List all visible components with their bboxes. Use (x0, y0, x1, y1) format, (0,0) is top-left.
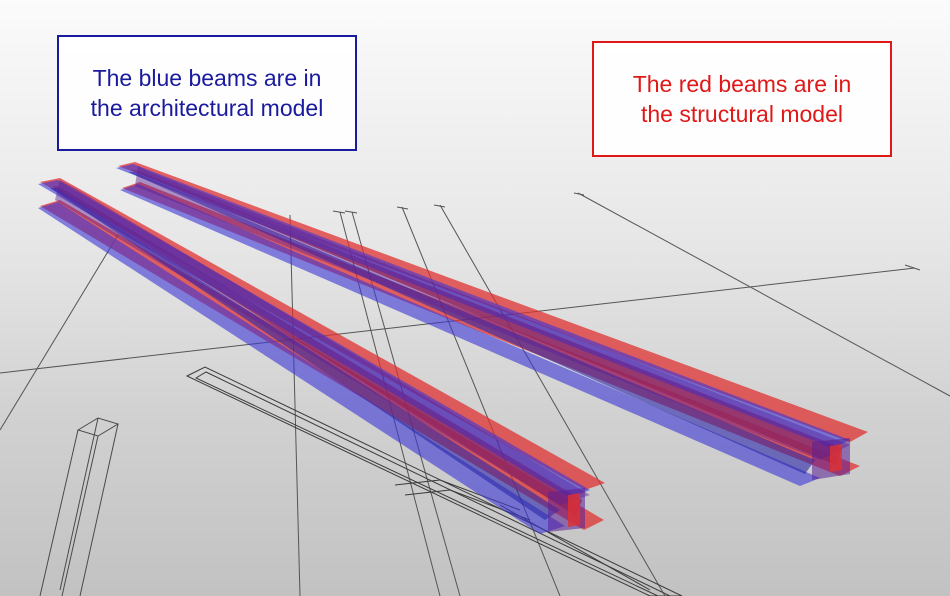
architectural-model-callout: The blue beams are in the architectural … (57, 35, 357, 151)
callout-line-2: the structural model (641, 101, 843, 127)
column-wireframe (39, 417, 120, 596)
beam-right[interactable] (116, 162, 868, 486)
structural-model-callout: The red beams are in the structural mode… (592, 41, 892, 157)
callout-line-2: the architectural model (90, 95, 324, 121)
callout-line-1: The blue beams are in (92, 65, 322, 91)
callout-line-1: The red beams are in (632, 71, 852, 97)
beam-left[interactable] (38, 178, 605, 534)
